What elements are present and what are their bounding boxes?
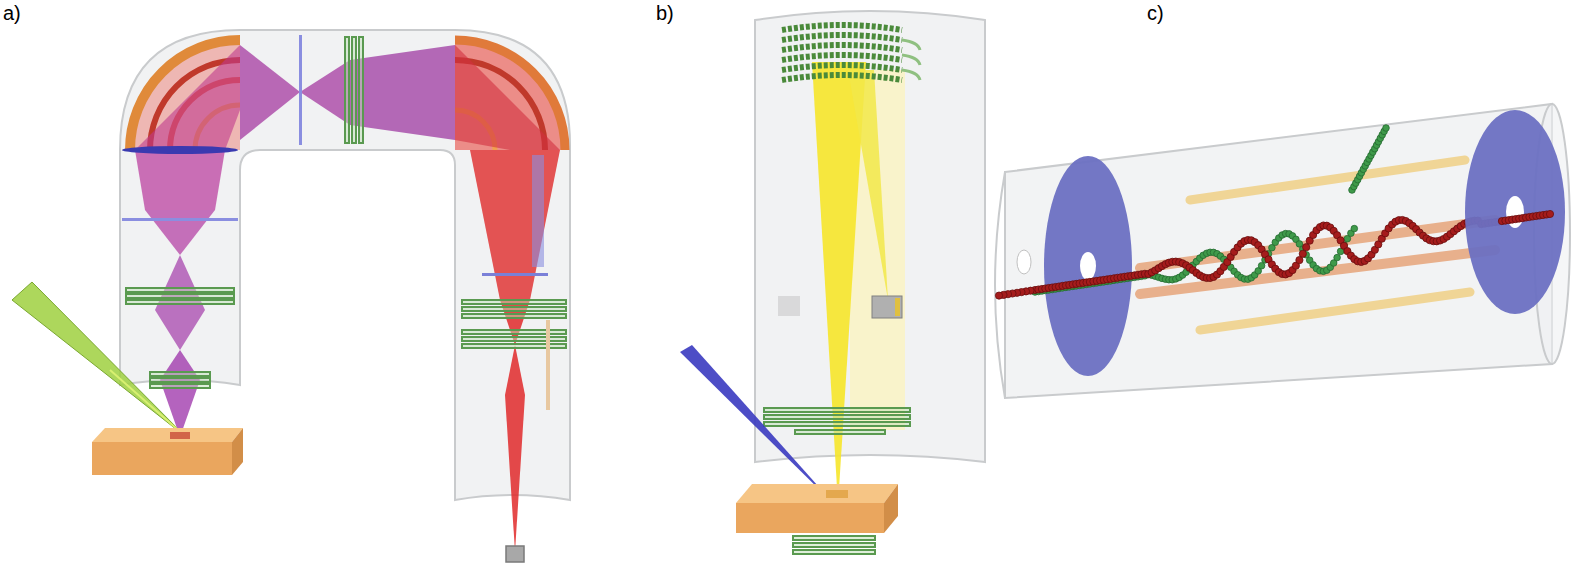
electron-beam bbox=[155, 310, 205, 350]
ion-bead bbox=[1546, 210, 1553, 217]
hole bbox=[1017, 250, 1031, 274]
sample-top bbox=[736, 484, 898, 503]
electron-beam bbox=[505, 395, 525, 552]
analyser-arc bbox=[130, 40, 240, 150]
electrode-disk bbox=[1465, 110, 1565, 314]
photon-cone bbox=[12, 282, 186, 437]
rod bbox=[1200, 292, 1470, 330]
sample-front bbox=[736, 503, 884, 533]
electron-beam bbox=[470, 150, 560, 300]
vacuum-tube bbox=[755, 11, 985, 462]
lens-stack bbox=[126, 37, 566, 388]
mirror-stack bbox=[782, 25, 902, 80]
detector bbox=[506, 546, 524, 562]
beam-spot bbox=[826, 490, 848, 498]
panel-a bbox=[12, 30, 570, 562]
aperture bbox=[482, 273, 548, 276]
electron-beam bbox=[135, 45, 240, 150]
panel-label: b) bbox=[656, 3, 674, 23]
panel-label: a) bbox=[3, 3, 21, 23]
sample-side bbox=[232, 428, 243, 475]
hole bbox=[1506, 196, 1524, 228]
rod bbox=[1190, 160, 1465, 200]
aperture bbox=[532, 155, 544, 267]
electron-beam bbox=[505, 345, 525, 395]
photon-ray bbox=[110, 370, 186, 437]
ion-trajectories bbox=[1498, 210, 1553, 224]
sample-side bbox=[884, 484, 898, 533]
bend-field bbox=[130, 40, 240, 150]
panel-b bbox=[680, 11, 985, 554]
wire bbox=[546, 320, 550, 410]
electron-beam bbox=[240, 45, 300, 140]
ion-bead bbox=[1299, 250, 1306, 257]
aperture bbox=[122, 218, 238, 221]
rod bbox=[1140, 250, 1495, 294]
reflected-beam bbox=[848, 70, 888, 300]
ion-bead bbox=[1351, 225, 1358, 232]
hole bbox=[1080, 252, 1096, 280]
beam-spot bbox=[170, 432, 190, 439]
detector bbox=[778, 296, 800, 316]
panel-c bbox=[995, 104, 1570, 398]
sample-top bbox=[92, 428, 243, 442]
aperture bbox=[122, 146, 238, 154]
electron-beam bbox=[300, 60, 350, 125]
aperture bbox=[299, 35, 302, 145]
mirror-stack bbox=[902, 40, 920, 80]
electron-beam bbox=[812, 62, 866, 505]
analyser-arc bbox=[455, 40, 565, 150]
electrode-disk bbox=[1044, 156, 1132, 376]
bend-field bbox=[455, 40, 565, 150]
photon-cone bbox=[680, 345, 835, 505]
electron-beam bbox=[145, 210, 215, 255]
ion-bead bbox=[1303, 244, 1310, 251]
ion-bead bbox=[1383, 125, 1390, 132]
electron-beam bbox=[350, 45, 455, 140]
ion-bead bbox=[1334, 254, 1341, 261]
sample-front bbox=[92, 442, 232, 475]
tube-end bbox=[995, 172, 1005, 398]
ion-trajectories bbox=[995, 125, 1502, 300]
electron-beam bbox=[455, 45, 560, 150]
detector-window bbox=[895, 298, 900, 316]
panel-label: c) bbox=[1147, 3, 1164, 23]
detector bbox=[872, 296, 902, 318]
ion-bead bbox=[995, 292, 1002, 299]
electron-beam bbox=[135, 150, 225, 210]
